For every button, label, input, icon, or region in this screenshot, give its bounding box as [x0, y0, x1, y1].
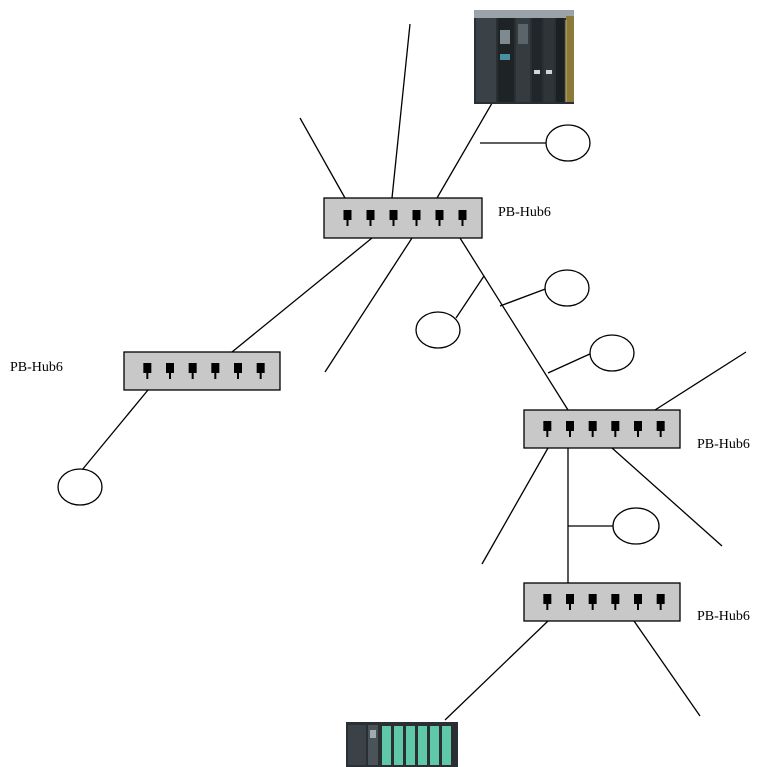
network-node: [544, 269, 590, 307]
network-node: [415, 311, 461, 349]
hub-port-icon: [166, 363, 174, 379]
hub-port-icon: [566, 594, 574, 610]
cable-top-hub-up-left: [299, 117, 346, 199]
hub-ports: [343, 210, 467, 226]
cable-mid-hub-down-left: [481, 447, 549, 565]
plc-rack-bottom: [346, 722, 458, 767]
network-node: [589, 334, 635, 372]
hub-body: [323, 197, 483, 239]
hub-port-icon: [543, 594, 552, 610]
hub-port-icon: [656, 594, 665, 610]
cable-stub-right-node-2: [547, 352, 593, 374]
hub-bottom-label: PB-Hub6: [697, 609, 750, 624]
network-node: [57, 468, 103, 506]
hub-top: [323, 197, 483, 239]
hub-ports: [143, 363, 265, 379]
cable-mid-hub-down-right: [611, 447, 723, 547]
cable-mid-hub-up-right: [654, 351, 747, 411]
cable-stub-right-node-1: [499, 287, 549, 307]
hub-ports: [543, 421, 665, 437]
hub-port-icon: [211, 363, 220, 379]
hub-port-icon: [634, 421, 642, 437]
hub-port-icon: [656, 421, 665, 437]
plc-io-modules: [382, 726, 451, 765]
plc-rack-top: [474, 10, 574, 104]
hub-port-icon: [234, 363, 242, 379]
cable-top-hub-to-plc: [436, 97, 496, 199]
hub-port-icon: [588, 421, 597, 437]
hub-top-label: PB-Hub6: [498, 205, 551, 220]
hub-port-icon: [588, 594, 597, 610]
hub-left: [123, 351, 281, 391]
hub-mid: [523, 409, 681, 449]
hub-port-icon: [412, 210, 421, 226]
hub-port-icon: [611, 594, 620, 610]
network-node: [545, 124, 591, 162]
hub-port-icon: [188, 363, 197, 379]
hub-port-icon: [389, 210, 398, 226]
bus-nodes: [57, 124, 660, 545]
cable-bottom-hub-to-plc: [444, 620, 549, 721]
cable-top-hub-down: [324, 237, 413, 373]
hub-mid-label: PB-Hub6: [697, 437, 750, 452]
cable-bottom-hub-down-right: [633, 620, 701, 717]
hub-port-icon: [566, 421, 574, 437]
hub-port-icon: [435, 210, 444, 226]
hub-port-icon: [366, 210, 375, 226]
cable-left-hub-to-node: [81, 389, 149, 471]
hub-port-icon: [343, 210, 352, 226]
cable-top-to-left-hub: [231, 237, 373, 353]
hub-ports: [543, 594, 665, 610]
hub-bottom: [523, 582, 681, 622]
cable-top-to-mid-hub: [459, 237, 569, 411]
bus-cables: [81, 23, 747, 721]
cable-top-hub-up: [391, 23, 411, 199]
hub-left-label: PB-Hub6: [10, 360, 63, 375]
network-node: [612, 507, 660, 545]
hub-port-icon: [256, 363, 265, 379]
hub-port-icon: [458, 210, 467, 226]
cable-stub-left-node: [455, 275, 485, 319]
hub-port-icon: [611, 421, 620, 437]
hub-port-icon: [634, 594, 642, 610]
hub-port-icon: [143, 363, 152, 379]
hub-port-icon: [543, 421, 552, 437]
